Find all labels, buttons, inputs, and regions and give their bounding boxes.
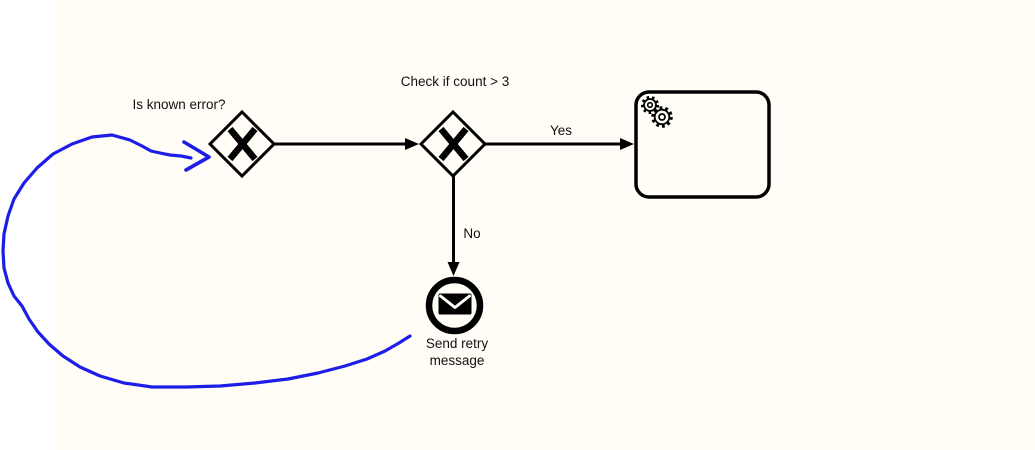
message-end-event[interactable] xyxy=(425,276,484,335)
flow-no[interactable]: No xyxy=(447,176,481,276)
gateway-is-known-error[interactable] xyxy=(207,109,277,179)
gateway-is-known-error-label: Is known error? xyxy=(132,97,225,112)
gateway-check-count[interactable] xyxy=(418,109,488,179)
event-label-line2: message xyxy=(430,353,485,368)
flow-yes[interactable]: Yes xyxy=(485,123,634,150)
service-task[interactable] xyxy=(634,90,771,199)
arrowhead-icon xyxy=(620,138,634,150)
arrowhead-icon xyxy=(405,138,419,150)
exclusive-gateway-x-icon xyxy=(227,126,258,162)
flow-known-error-to-count-check[interactable] xyxy=(274,138,419,150)
annotation-stroke[interactable] xyxy=(1,133,412,389)
event-label-line1: Send retry xyxy=(426,336,489,351)
arrowhead-icon xyxy=(447,262,460,276)
hand-drawn-loop-annotation[interactable] xyxy=(1,133,412,389)
flow-yes-label: Yes xyxy=(550,123,572,138)
left-margin xyxy=(0,0,54,450)
flow-no-label: No xyxy=(463,226,480,241)
diagram-canvas[interactable] xyxy=(54,0,1035,450)
exclusive-gateway-x-icon xyxy=(438,126,469,162)
gateway-check-count-label: Check if count > 3 xyxy=(401,74,509,89)
annotation-arrowhead-icon xyxy=(182,140,211,172)
service-gears-icon xyxy=(641,96,673,128)
message-envelope-icon xyxy=(438,293,472,315)
